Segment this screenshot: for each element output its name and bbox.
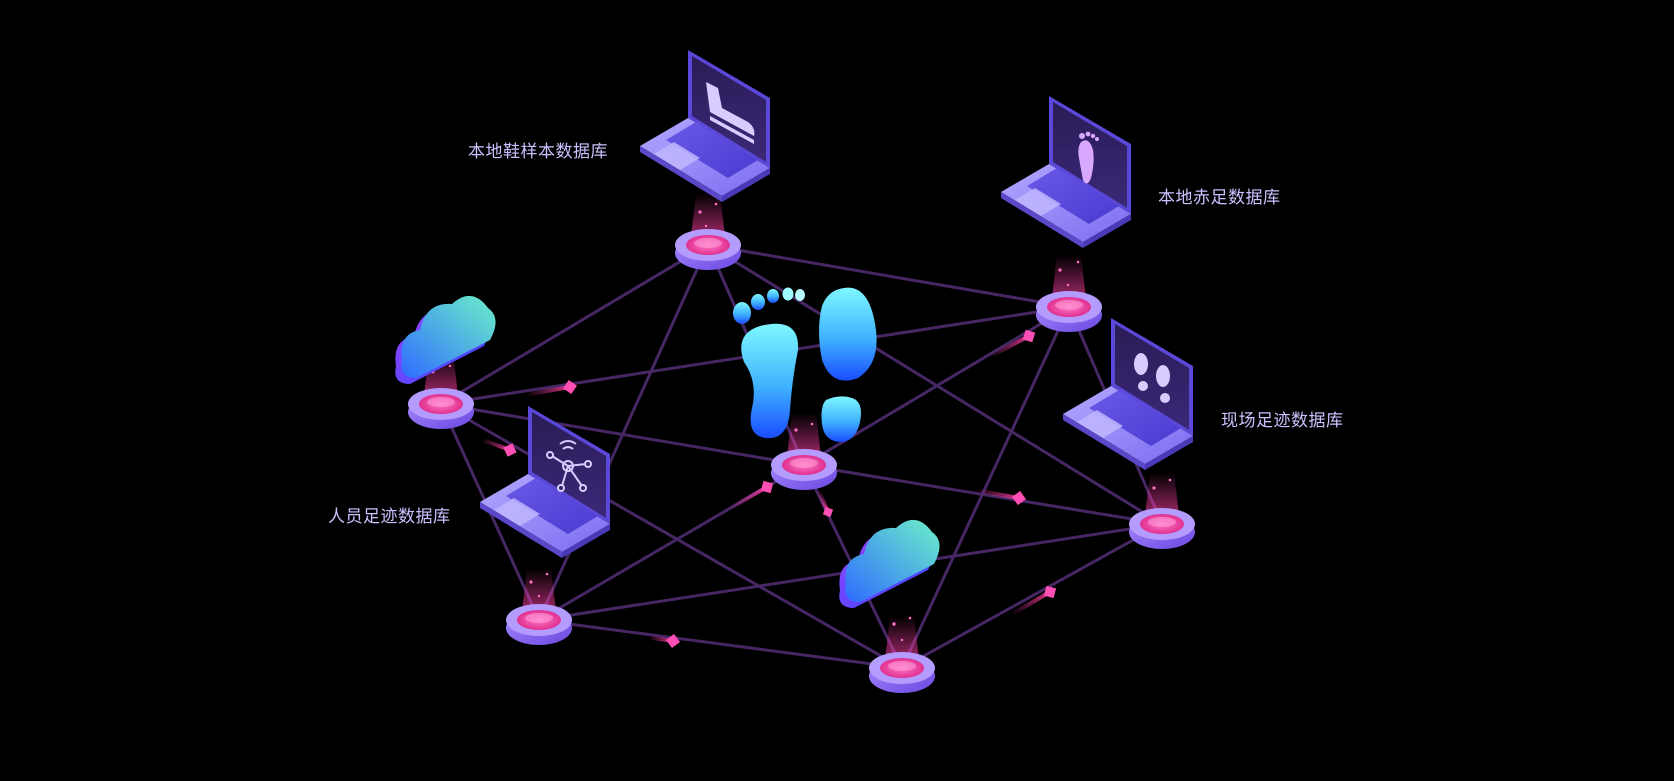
laptop-scene-footprint-db: [1063, 318, 1193, 470]
cloud-icon: [395, 295, 496, 384]
laptop-person-footprint-db: [480, 406, 610, 558]
laptop-local-barefoot-db: [1001, 96, 1131, 248]
footprints-icon: [733, 287, 877, 442]
label-local-shoe-db: 本地鞋样本数据库: [468, 142, 608, 162]
cloud-bottom: [839, 519, 940, 608]
data-packets: [481, 329, 1057, 649]
cloud-icon: [839, 519, 940, 608]
label-local-barefoot-db: 本地赤足数据库: [1158, 188, 1281, 208]
shoe-prints-icon: [1134, 353, 1170, 403]
cloud-left: [395, 295, 496, 384]
node-top: [675, 193, 741, 270]
barefoot-icon: [1078, 131, 1099, 184]
label-person-footprint-db: 人员足迹数据库: [328, 507, 451, 527]
network-icon: [546, 440, 592, 492]
shoe-icon: [706, 82, 755, 144]
laptop-local-shoe-db: [640, 50, 770, 202]
node-right: [1036, 255, 1102, 332]
label-scene-footprint-db: 现场足迹数据库: [1221, 411, 1344, 431]
